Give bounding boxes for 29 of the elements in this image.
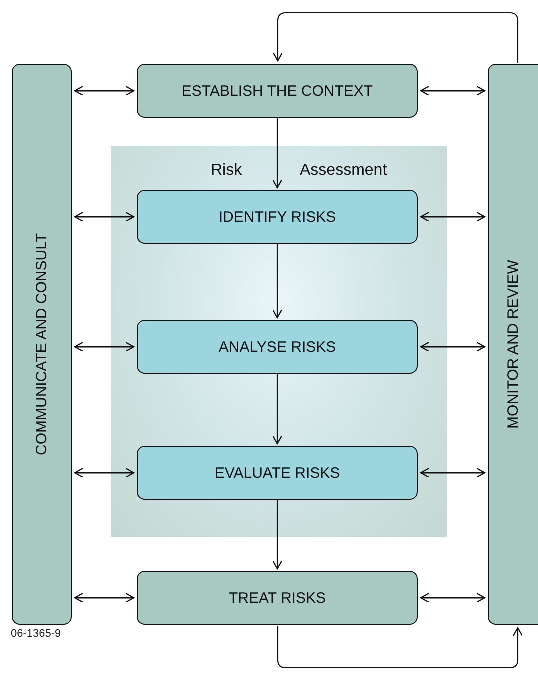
node-label: COMMUNICATE AND CONSULT [34,234,50,456]
section-heading: Risk [211,162,242,180]
arrow [272,118,283,189]
arrow [74,592,135,604]
arrow [272,500,283,570]
arrow [74,86,135,96]
arrow [74,468,135,478]
section-heading: Assessment [300,162,388,180]
arrow [74,212,135,222]
arrow [272,244,283,319]
process-box: IDENTIFY RISKS [137,190,418,244]
arrow [420,86,486,96]
process-box: ANALYSE RISKS [137,320,418,374]
node-label: MONITOR AND REVIEW [505,260,522,429]
arrow [272,12,519,63]
figure-number: 06-1365-9 [11,628,62,640]
arrow [272,374,283,445]
arrow [277,626,524,669]
arrow [74,342,135,352]
assessment-panel [111,146,447,537]
arrow [420,212,486,222]
process-box: ESTABLISH THE CONTEXT [137,64,418,118]
process-box: EVALUATE RISKS [137,446,418,500]
process-box: TREAT RISKS [137,571,418,625]
arrow [420,342,486,352]
process-band [12,64,72,625]
arrow [420,592,486,604]
arrow [420,468,486,478]
process-band [488,64,538,625]
